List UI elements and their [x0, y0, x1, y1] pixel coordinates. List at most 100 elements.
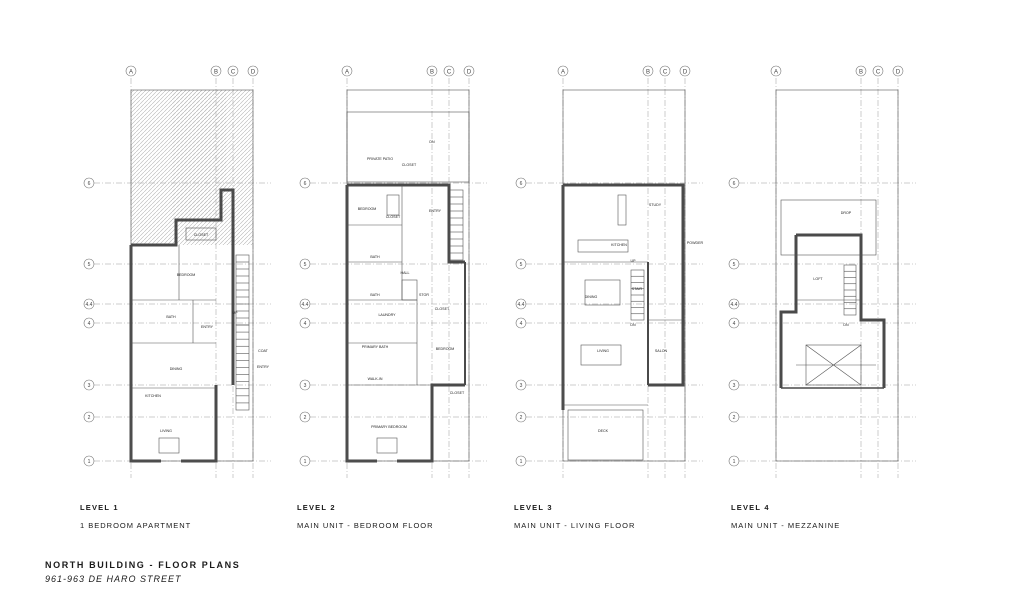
grid-bubble-row: [299, 317, 311, 329]
room-label: LIVING: [597, 349, 609, 353]
grid-bubble-row: [299, 455, 311, 467]
grid-bubble-row: [515, 379, 527, 391]
sheet-title: NORTH BUILDING - FLOOR PLANS: [45, 560, 241, 570]
room-label: SALON: [655, 349, 668, 353]
level-1-rear-wall: [131, 188, 235, 385]
grid-bubble-col: [855, 65, 867, 77]
grid-bubble-row-label: 5: [88, 262, 91, 268]
room-label: CLOSET: [194, 233, 209, 237]
level-1-side-wall: [129, 245, 161, 463]
grid-bubble-row-label: 3: [520, 383, 523, 389]
grid-bubble-col-label: A: [345, 70, 349, 76]
closet: [185, 227, 217, 241]
open-to-below: [805, 344, 862, 386]
level-4-subtitle: MAIN UNIT - MEZZANINE: [731, 521, 841, 530]
room-label: BATH: [370, 293, 380, 297]
room-label: LIVING: [160, 429, 172, 433]
grid-bubble-col: [872, 65, 884, 77]
room-label: BATH: [370, 255, 380, 259]
grid-bubble-col: [642, 65, 654, 77]
level-1-subtitle: 1 BEDROOM APARTMENT: [80, 521, 192, 530]
grid-bubble-col: [557, 65, 569, 77]
grid-bubble-col-label: B: [430, 70, 434, 76]
grid-bubble-row: [515, 258, 527, 270]
grid-bubble-row-label: 6: [88, 181, 91, 187]
level-4-side-wall: [779, 235, 798, 388]
sheet-address: 961-963 DE HARO STREET: [45, 574, 182, 584]
room-label: DINING: [585, 295, 598, 299]
room-label: CLOSET: [450, 391, 465, 395]
level-2-title: LEVEL 2: [297, 503, 336, 512]
grid-bubble-col-label: C: [447, 70, 452, 76]
room-label: STUDY: [649, 203, 662, 207]
partition-line: [805, 344, 862, 386]
grid-bubble-col-label: B: [859, 70, 863, 76]
room-label: POWDER: [687, 241, 704, 245]
grid-bubble-col-label: A: [774, 70, 778, 76]
grid-bubble-row: [299, 258, 311, 270]
level-3-subtitle: MAIN UNIT - LIVING FLOOR: [514, 521, 636, 530]
grid-bubble-row-label: 5: [520, 262, 523, 268]
room-label: CLOSET: [402, 163, 417, 167]
grid-bubble-row-label: 6: [304, 181, 307, 187]
level-2-subtitle: MAIN UNIT - BEDROOM FLOOR: [297, 521, 434, 530]
level-3-east-wall: [648, 240, 685, 387]
grid-bubble-col: [679, 65, 691, 77]
grid-bubble-row: [515, 298, 527, 310]
lot-outline: [775, 89, 899, 462]
grid-bubble-col-label: D: [896, 70, 901, 76]
grid-bubble-row-label: 3: [304, 383, 307, 389]
grid-bubble-col: [210, 65, 222, 77]
grid-bubble-row: [728, 411, 740, 423]
private-patio: [346, 111, 470, 183]
room-label: PRIVATE PATIO: [367, 157, 393, 161]
room-label: UP: [233, 311, 239, 315]
grid-bubble-col: [892, 65, 904, 77]
room-label: DN: [429, 140, 435, 144]
grid-bubble-row: [299, 379, 311, 391]
roof-below: [780, 199, 877, 256]
grid-bubble-row: [299, 298, 311, 310]
level-1-front-wall: [181, 385, 218, 463]
room-label: BATH: [166, 315, 176, 319]
grid-bubble-row: [728, 177, 740, 189]
grid-bubble-row: [515, 317, 527, 329]
room-label: UP: [631, 259, 637, 263]
grid-bubble-row: [728, 258, 740, 270]
grid-bubble-row: [83, 258, 95, 270]
grid-bubble-col-label: C: [876, 70, 881, 76]
room-label: WALK-IN: [368, 377, 383, 381]
grid-bubble-row: [83, 298, 95, 310]
room-label: KITCHEN: [145, 394, 161, 398]
grid-bubble-row-label: 6: [733, 181, 736, 187]
grid-bubble-row-label: 2: [733, 415, 736, 421]
grid-bubble-col-label: A: [129, 70, 133, 76]
grid-bubble-row: [515, 455, 527, 467]
grid-bubble-row-label: 4.4: [86, 302, 93, 308]
grid-bubble-row-label: 5: [304, 262, 307, 268]
grid-bubble-row: [83, 411, 95, 423]
level-3-rear-wall: [563, 183, 685, 240]
grid-bubble-row-label: 1: [520, 459, 523, 465]
grid-bubble-row-label: 2: [304, 415, 307, 421]
level-2-front-wall: [397, 383, 465, 463]
grid-bubble-col-label: B: [214, 70, 218, 76]
grid-bubble-row: [83, 177, 95, 189]
grid-bubble-row: [515, 177, 527, 189]
room-label: STAIR: [632, 287, 643, 291]
room-label: KITCHEN: [611, 243, 627, 247]
level-1-title: LEVEL 1: [80, 503, 119, 512]
grid-bubble-col: [443, 65, 455, 77]
lot-outline: [346, 89, 470, 462]
grid-bubble-row-label: 4.4: [731, 302, 738, 308]
level-4-mezz-wall: [796, 233, 886, 388]
room-label: LOFT: [813, 277, 823, 281]
grid-bubble-row-label: 4.4: [302, 302, 309, 308]
grid-bubble-row: [515, 411, 527, 423]
grid-bubble-col: [770, 65, 782, 77]
grid-bubble-col-label: D: [467, 70, 472, 76]
room-label: DECK: [598, 429, 609, 433]
grid-bubble-row: [299, 177, 311, 189]
grid-bubble-row-label: 4: [520, 321, 523, 327]
grid-bubble-row: [728, 298, 740, 310]
